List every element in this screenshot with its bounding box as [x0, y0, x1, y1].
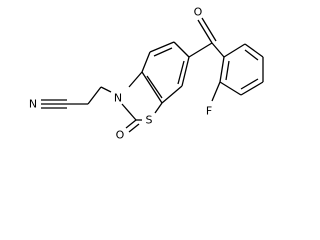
fluorine-label: F	[206, 105, 212, 118]
molecule-diagram: N N S O O F	[29, 6, 264, 142]
n-c2-bond	[121, 103, 137, 121]
lactam-co-bond-2	[128, 123, 140, 133]
benzo-bond-5-inner	[177, 60, 185, 85]
ketone-co-bond-2	[201, 17, 217, 42]
phenyl-bond-3-inner	[240, 78, 259, 90]
ketone-co-bond-1	[197, 19, 213, 44]
phenyl-bond-1-inner	[225, 60, 230, 81]
s-c7a-bond	[154, 102, 163, 114]
carbonyl-phenyl-bond	[211, 42, 225, 58]
c-f-bond	[211, 81, 221, 102]
lactam-co-bond-1	[125, 119, 137, 129]
phenyl-bond-2	[219, 81, 242, 96]
phenyl-bond-1	[219, 56, 225, 83]
benzo-bond-6	[161, 85, 183, 104]
phenyl-bond-3	[240, 81, 264, 96]
benzo-bond-1	[141, 71, 163, 104]
benzo-bond-3-inner	[153, 47, 173, 57]
benzo-bond-4	[173, 41, 190, 58]
benzo-bond-3	[149, 41, 175, 53]
phenyl-bond-5	[244, 43, 264, 58]
bonds	[41, 17, 264, 133]
benzo-bond-5	[181, 56, 190, 87]
aryl-carbonyl-bond	[188, 42, 213, 58]
chain-bond-2	[87, 86, 102, 105]
nitrile-nitrogen-label: N	[29, 98, 37, 111]
ring-sulfur-label: S	[146, 114, 153, 127]
ring-nitrogen-label: N	[114, 92, 122, 105]
chain-bond-3	[100, 86, 112, 93]
benzo-bond-1-inner	[146, 75, 163, 99]
phenyl-bond-5-inner	[244, 49, 259, 61]
phenyl-bond-6	[223, 43, 246, 58]
ketone-oxygen-label: O	[194, 6, 203, 19]
atom-labels: N N S O O F	[29, 6, 212, 142]
n-c3a-bond	[128, 71, 143, 88]
lactam-oxygen-label: O	[116, 129, 125, 142]
benzo-bond-2	[141, 51, 151, 73]
